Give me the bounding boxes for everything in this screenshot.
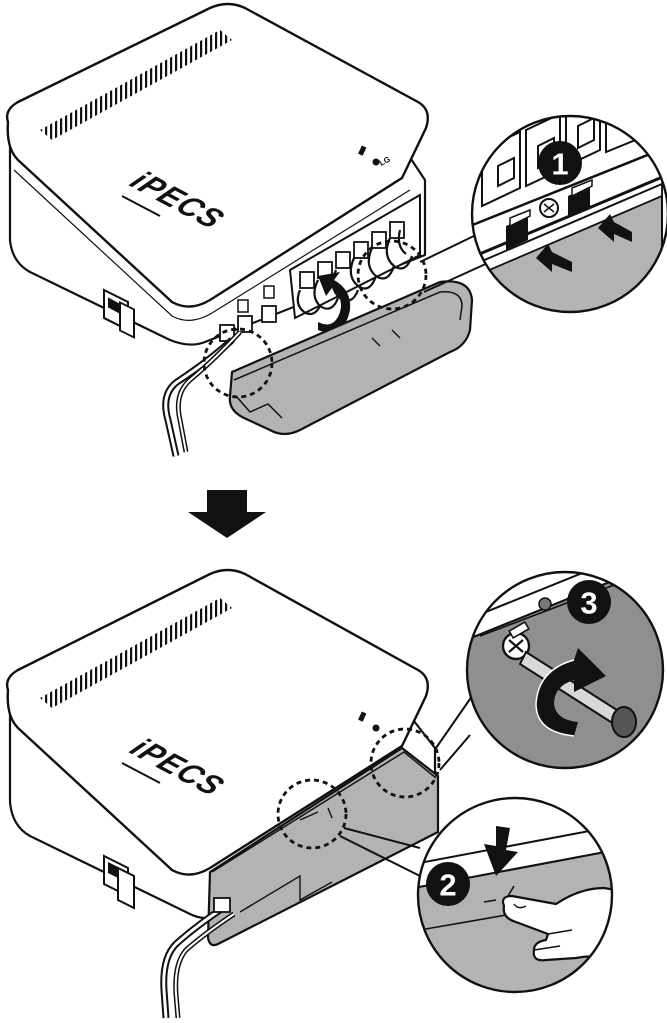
focus-circle-corner (369, 727, 441, 799)
focus-circle-left (202, 327, 274, 399)
svg-text:3: 3 (580, 586, 597, 621)
terminal-cover-attached (206, 746, 440, 947)
top-device-lid (5, 2, 429, 308)
focus-circle-right (356, 239, 428, 311)
focus-circle-center (276, 778, 348, 850)
callout-step-2: 2 (416, 796, 614, 994)
rotate-arrow-icon (318, 272, 351, 333)
push-arrow-icon (536, 244, 572, 272)
press-arrow-icon (484, 826, 518, 876)
top-device: iPECS LG (5, 2, 474, 457)
step-badge-3: 3 (567, 580, 611, 624)
terminal-cover-open (228, 280, 474, 436)
callout-step-3: 3 (465, 570, 665, 770)
down-arrow-icon (188, 490, 266, 538)
step-badge-2: 2 (426, 862, 470, 906)
svg-text:1: 1 (551, 147, 568, 182)
pressing-hand-icon (501, 886, 612, 962)
left-cable-bundle (162, 285, 277, 457)
svg-text:2: 2 (439, 868, 456, 903)
bottom-device: iPECS (5, 568, 441, 1019)
bottom-device-lid (5, 568, 429, 876)
step-badge-1: 1 (538, 141, 582, 185)
connector-panel (288, 193, 421, 333)
callout-step-1: 1 (470, 114, 667, 314)
push-arrow-icon (598, 214, 632, 242)
vent-grille-icon (40, 30, 232, 140)
status-led-icon (358, 145, 367, 156)
